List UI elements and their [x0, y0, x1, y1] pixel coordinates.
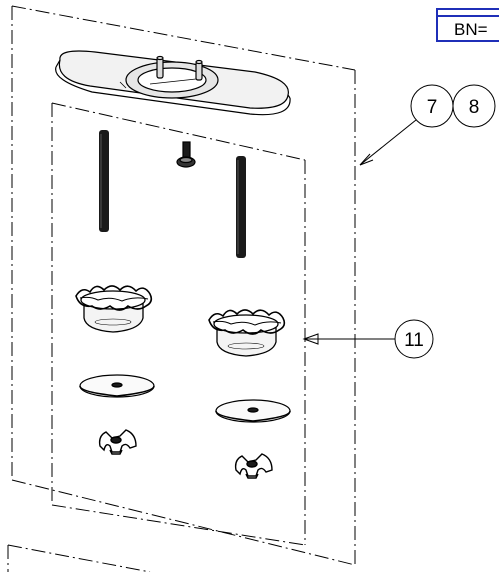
screw-icon	[176, 141, 196, 168]
balloon-8-number: 8	[469, 97, 480, 118]
wing-nut-icon	[98, 429, 137, 455]
washer-icon	[79, 374, 155, 398]
leader-line-7-8	[359, 119, 417, 166]
bn-label-box: BN=	[436, 8, 499, 42]
balloon-7-number: 7	[427, 97, 438, 118]
crown-nut-icon	[75, 285, 153, 333]
base-plate-icon	[55, 50, 291, 116]
crown-nut-icon	[208, 309, 286, 357]
washer-icon	[215, 399, 291, 423]
outer-bag-outline	[11, 5, 356, 566]
balloon-7: 7	[410, 84, 454, 128]
threaded-rod-icon	[236, 156, 246, 258]
balloon-8: 8	[452, 84, 496, 128]
bn-label: BN=	[454, 20, 488, 39]
bn-box-divider	[438, 10, 499, 17]
inner-bag-outline	[51, 102, 306, 546]
balloon-11-number: 11	[404, 330, 424, 351]
wing-nut-icon	[234, 453, 273, 479]
leader-line-11	[302, 333, 396, 345]
threaded-rod-icon	[99, 130, 109, 232]
balloon-11: 11	[394, 319, 434, 359]
next-bag-outline	[7, 544, 151, 572]
